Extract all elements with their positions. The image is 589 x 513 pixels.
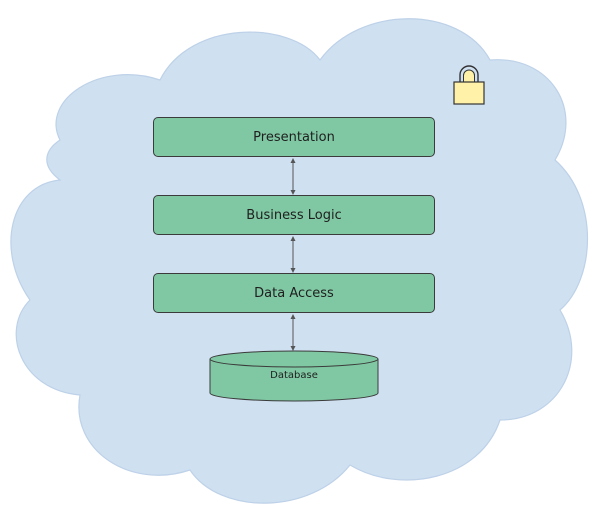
database-label: Database [270, 370, 318, 381]
layer-business-logic-label: Business Logic [246, 207, 342, 223]
layer-presentation: Presentation [153, 117, 435, 157]
connector-presentation-business [290, 158, 296, 195]
connector-business-data [290, 236, 296, 273]
layer-data-access: Data Access [153, 273, 435, 313]
layer-data-access-label: Data Access [254, 285, 334, 301]
cloud-shape [10, 18, 589, 504]
layer-presentation-label: Presentation [253, 129, 335, 145]
connector-data-database [290, 314, 296, 351]
database-cylinder [209, 350, 379, 402]
layer-business-logic: Business Logic [153, 195, 435, 235]
lock-icon [449, 64, 489, 106]
